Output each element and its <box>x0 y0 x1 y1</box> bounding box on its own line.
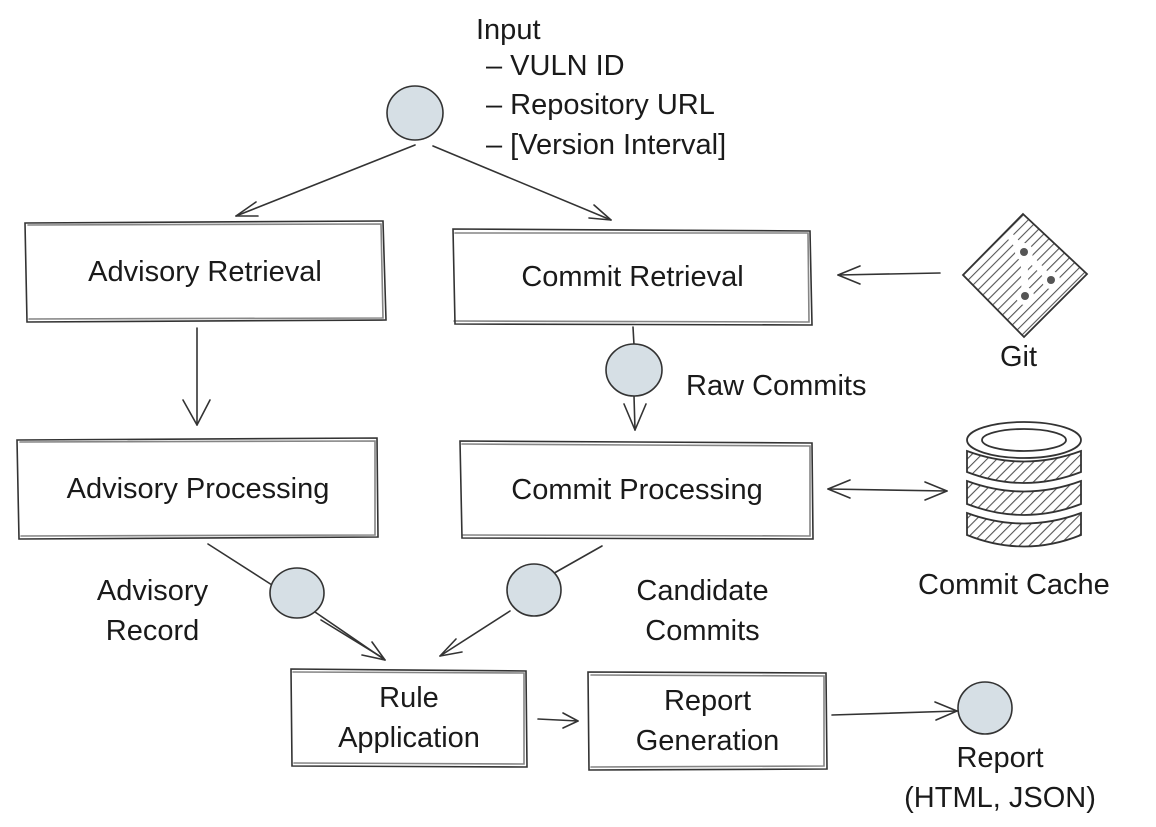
report-line-2: (HTML, JSON) <box>904 782 1096 814</box>
report-label: Report (HTML, JSON) <box>880 738 1120 818</box>
arrow-report-generation-to-report <box>831 701 958 721</box>
candidate-commits-line-2: Commits <box>645 615 760 647</box>
advisory-record-line-1: Advisory <box>96 575 209 607</box>
rule-application-label: Rule Application <box>292 670 526 766</box>
line-advisory-processing-to-record <box>207 543 273 586</box>
database-icon <box>966 421 1082 548</box>
rule-application-box <box>290 668 528 768</box>
arrow-input-to-commit-retrieval <box>432 145 612 221</box>
raw-commits-label: Raw Commits <box>686 370 867 402</box>
rule-application-line-1: Rule <box>379 682 439 714</box>
report-node <box>957 681 1013 735</box>
report-line-1: Report <box>956 742 1044 774</box>
commit-retrieval-box <box>452 228 813 326</box>
input-node <box>386 85 444 141</box>
git-logo-icon <box>961 212 1089 339</box>
arrow-advisory-retrieval-to-processing <box>182 327 211 426</box>
commit-retrieval-label: Commit Retrieval <box>521 261 744 293</box>
arrow-commit-processing-to-cache <box>827 479 948 501</box>
advisory-processing-label: Advisory Processing <box>66 473 330 505</box>
commit-cache-label: Commit Cache <box>918 569 1110 601</box>
advisory-retrieval-box <box>24 220 387 323</box>
arrow-candidates-to-rule-application <box>439 610 511 657</box>
arrow-input-to-advisory-retrieval <box>235 144 416 217</box>
rule-application-line-2: Application <box>338 722 480 754</box>
input-title: Input <box>476 14 541 46</box>
commit-processing-label: Commit Processing <box>511 474 763 506</box>
candidate-commits-label: Candidate Commits <box>610 571 795 651</box>
candidate-commits-line-1: Candidate <box>636 575 769 607</box>
report-generation-box <box>587 671 828 771</box>
raw-commits-node <box>605 343 663 397</box>
advisory-processing-box <box>16 437 379 540</box>
arrow-rule-to-report-generation <box>537 712 579 729</box>
arrow-git-to-commit-retrieval <box>837 265 941 285</box>
line-commit-processing-to-candidates <box>548 545 603 577</box>
input-item-repository-url: – Repository URL <box>486 89 715 121</box>
line-commit-retrieval-to-raw-commits <box>632 326 635 346</box>
input-item-version-interval: – [Version Interval] <box>486 129 727 161</box>
commit-processing-box <box>459 440 814 540</box>
report-generation-line-2: Generation <box>635 724 780 757</box>
git-label: Git <box>1000 341 1038 373</box>
advisory-retrieval-label: Advisory Retrieval <box>88 255 322 288</box>
candidate-commits-node <box>506 563 562 617</box>
input-item-vuln-id: – VULN ID <box>486 50 625 82</box>
report-generation-line-1: Report <box>663 684 752 717</box>
advisory-record-line-2: Record <box>105 615 200 647</box>
report-generation-label: Report Generation <box>589 672 826 769</box>
arrow-advisory-record-to-rule-application <box>314 611 386 661</box>
advisory-record-node <box>269 567 325 619</box>
arrow-raw-commits-to-commit-processing <box>623 395 647 431</box>
advisory-record-label: Advisory Record <box>70 571 235 651</box>
